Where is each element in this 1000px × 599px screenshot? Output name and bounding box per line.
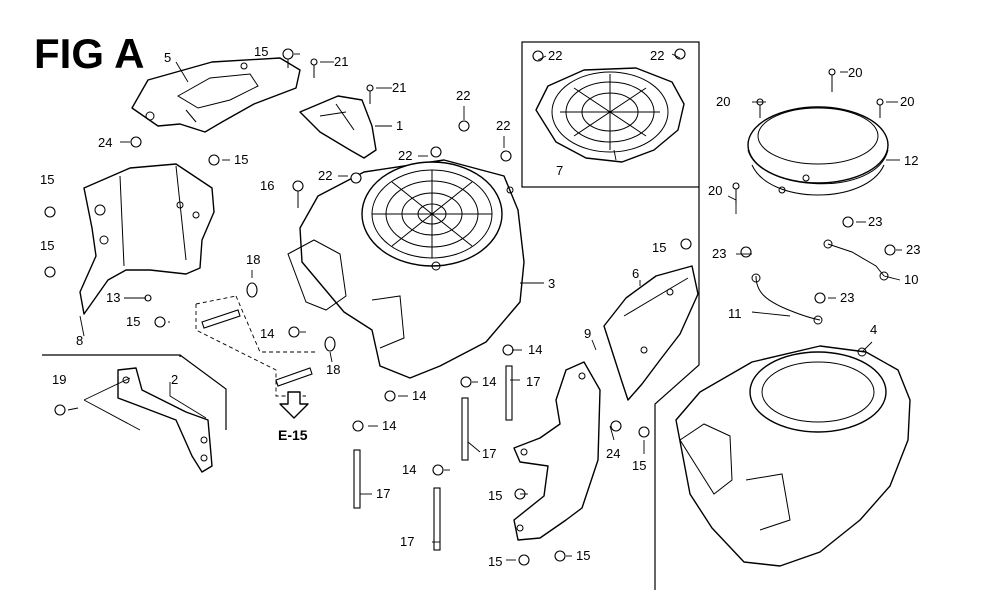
callout-22d: 22: [496, 118, 510, 133]
part-7-grille: [535, 67, 685, 163]
grouping-frames: [42, 41, 700, 590]
reference-arrow-e15: E-15: [278, 391, 309, 443]
leader-lines: [67, 53, 902, 561]
callout-14f: 14: [402, 462, 416, 477]
part-18-bolts: [195, 282, 336, 397]
callout-16: 16: [260, 178, 274, 193]
reference-label: E-15: [278, 427, 308, 443]
hardware-fasteners: [44, 48, 896, 566]
callout-23d: 23: [840, 290, 854, 305]
callout-6: 6: [632, 266, 639, 281]
part-17-studs: [353, 365, 513, 551]
callout-15g: 15: [632, 458, 646, 473]
callout-7: 7: [556, 163, 563, 178]
callout-22a: 22: [548, 48, 562, 63]
callout-14e: 14: [528, 342, 542, 357]
callout-15f: 15: [652, 240, 666, 255]
callout-24a: 24: [98, 135, 112, 150]
part-8-side-shroud: [79, 163, 215, 315]
callout-1: 1: [396, 118, 403, 133]
callout-2: 2: [171, 372, 178, 387]
callout-12: 12: [904, 153, 918, 168]
callout-14c: 14: [412, 388, 426, 403]
callout-14d: 14: [482, 374, 496, 389]
callout-15e: 15: [126, 314, 140, 329]
part-1-bracket: [299, 95, 377, 159]
callout-17c: 17: [376, 486, 390, 501]
callout-20a: 20: [848, 65, 862, 80]
part-6-side-plate: [603, 265, 699, 401]
callout-18a: 18: [246, 252, 260, 267]
callout-18b: 18: [326, 362, 340, 377]
callout-23b: 23: [712, 246, 726, 261]
callout-4: 4: [870, 322, 877, 337]
callout-3: 3: [548, 276, 555, 291]
callout-24b: 24: [606, 446, 620, 461]
callout-21b: 21: [392, 80, 406, 95]
callout-22e: 22: [398, 148, 412, 163]
callout-17d: 17: [400, 534, 414, 549]
part-5-air-guide: [131, 57, 301, 133]
callout-17b: 17: [482, 446, 496, 461]
callout-23a: 23: [868, 214, 882, 229]
callout-23c: 23: [906, 242, 920, 257]
callout-15i: 15: [488, 554, 502, 569]
callout-21a: 21: [334, 54, 348, 69]
callout-11: 11: [728, 306, 742, 321]
callout-20b: 20: [716, 94, 730, 109]
callout-19: 19: [52, 372, 66, 387]
callout-labels: 1 2 3 4 5 6 7 8 9 10 11 12 13 14 14 14 1…: [40, 44, 920, 569]
callout-17a: 17: [526, 374, 540, 389]
part-10-link: [823, 239, 889, 281]
callout-15h: 15: [488, 488, 502, 503]
callout-14a: 14: [260, 326, 274, 341]
part-3-fan-shroud: [287, 159, 525, 379]
callout-15a: 15: [254, 44, 268, 59]
part-9-bracket: [513, 361, 601, 541]
figure-title: FIG A: [34, 30, 144, 77]
callout-13: 13: [106, 290, 120, 305]
callout-20c: 20: [900, 94, 914, 109]
part-4-lower-shroud: [675, 345, 911, 567]
callout-20d: 20: [708, 183, 722, 198]
callout-8: 8: [76, 333, 83, 348]
callout-15b: 15: [234, 152, 248, 167]
callout-22b: 22: [650, 48, 664, 63]
callout-15j: 15: [576, 548, 590, 563]
part-2-bracket-plate: [117, 367, 213, 473]
callout-14b: 14: [382, 418, 396, 433]
callout-22c: 22: [456, 88, 470, 103]
callout-10: 10: [904, 272, 918, 287]
part-12-ring: [747, 106, 889, 196]
callout-15c: 15: [40, 172, 54, 187]
part-11-rod: [751, 273, 823, 325]
callout-9: 9: [584, 326, 591, 341]
callout-22f: 22: [318, 168, 332, 183]
callout-15d: 15: [40, 238, 54, 253]
callout-5: 5: [164, 50, 171, 65]
